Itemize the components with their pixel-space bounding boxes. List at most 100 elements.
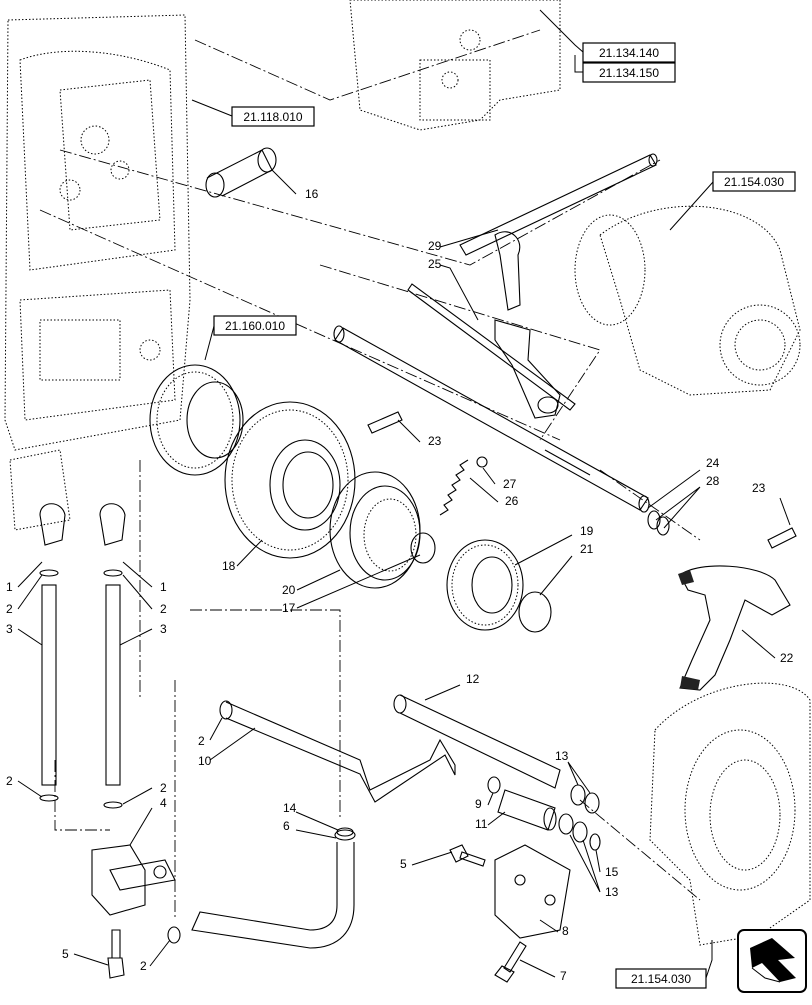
reference-text: 21.134.150 — [599, 66, 659, 80]
reference-text: 21.154.030 — [631, 972, 691, 986]
callout-number: 28 — [706, 474, 720, 488]
reference-text: 21.118.010 — [243, 110, 302, 124]
transmission-housing — [4, 14, 191, 531]
bolt-part-5-left — [107, 929, 125, 979]
reference-text: 21.160.010 — [225, 319, 285, 333]
callout-number: 1 — [160, 580, 167, 594]
callout-number: 7 — [560, 969, 567, 983]
callout-number: 16 — [305, 187, 319, 201]
o-ring-part-2-lower — [167, 926, 181, 944]
callout-3: 3 — [119, 622, 167, 646]
ref-21-160-010[interactable]: 21.160.010 — [204, 315, 297, 361]
callout-29: 29 — [428, 229, 499, 253]
sliding-gear-part-19 — [446, 539, 524, 631]
shift-shaft-part-29 — [459, 153, 658, 311]
callout-number: 23 — [752, 481, 766, 495]
callout-18: 18 — [222, 539, 263, 573]
shift-fork-part-22 — [678, 565, 791, 691]
gear-cluster-160 — [149, 364, 244, 476]
control-unit-top — [349, 0, 561, 131]
callout-number: 27 — [503, 477, 517, 491]
ref-21-154-030-top[interactable]: 21.154.030 — [669, 171, 796, 231]
callout-number: 25 — [428, 257, 442, 271]
o-rings-part-13 — [487, 776, 601, 851]
o-rings-part-28 — [647, 510, 670, 536]
callout-number: 29 — [428, 239, 442, 253]
callout-17: 17 — [282, 554, 421, 615]
callout-19: 19 — [514, 524, 594, 566]
plate-part-8 — [494, 844, 571, 939]
bolt-part-7 — [494, 941, 527, 983]
callout-number: 21 — [580, 542, 594, 556]
callout-2: 2 — [122, 574, 167, 616]
callout-23: 23 — [397, 419, 442, 448]
callout-5: 5 — [62, 947, 109, 966]
callout-9: 9 — [475, 792, 494, 811]
callout-14: 14 — [283, 801, 339, 831]
callout-number: 13 — [555, 749, 569, 763]
callout-number: 23 — [428, 434, 442, 448]
callout-20: 20 — [282, 569, 341, 597]
callout-25: 25 — [428, 257, 479, 321]
callout-number: 8 — [562, 924, 569, 938]
callout-16: 16 — [271, 169, 319, 201]
callout-22: 22 — [741, 629, 794, 665]
callout-26: 26 — [469, 477, 519, 508]
ref-21-134-140[interactable]: 21.134.140 — [539, 9, 676, 63]
pipe-part-10 — [219, 700, 456, 803]
callout-number: 15 — [605, 865, 619, 879]
callout-number: 24 — [706, 456, 720, 470]
callout-number: 2 — [6, 774, 13, 788]
callout-number: 4 — [160, 796, 167, 810]
clutch-housing-top — [574, 205, 801, 396]
callout-number: 18 — [222, 559, 236, 573]
callout-5: 5 — [400, 851, 453, 871]
callout-number: 1 — [6, 580, 13, 594]
callout-11: 11 — [475, 811, 506, 831]
callout-number: 20 — [282, 583, 296, 597]
callout-number: 13 — [605, 885, 619, 899]
callout-7: 7 — [519, 959, 567, 983]
fitting-part-11 — [497, 789, 557, 831]
pipe-part-6 — [191, 829, 356, 949]
callout-number: 3 — [160, 622, 167, 636]
callout-number: 9 — [475, 797, 482, 811]
synchronizer-part-20 — [329, 471, 421, 589]
circlip-part-17 — [410, 532, 436, 564]
callout-number: 26 — [505, 494, 519, 508]
callout-23: 23 — [752, 481, 791, 526]
callout-number: 14 — [283, 801, 297, 815]
callout-number: 11 — [475, 817, 488, 831]
callout-2: 2 — [6, 574, 43, 616]
reference-text: 21.134.140 — [599, 46, 659, 60]
spring-part-26 — [439, 456, 488, 516]
callout-2: 2 — [122, 781, 167, 805]
callout-number: 17 — [282, 601, 296, 615]
next-page-arrow-icon[interactable] — [737, 929, 807, 993]
callout-27: 27 — [482, 467, 517, 491]
ref-21-118-010[interactable]: 21.118.010 — [191, 99, 315, 127]
callout-13: 13 — [569, 834, 619, 899]
callout-12: 12 — [424, 672, 480, 701]
callout-number: 2 — [160, 781, 167, 795]
callout-1: 1 — [6, 561, 43, 594]
callout-3: 3 — [6, 622, 43, 646]
circlip-part-21 — [518, 591, 552, 633]
o-ring-part-14 — [336, 827, 354, 837]
ref-21-154-030-bottom[interactable]: 21.154.030 — [615, 940, 713, 989]
callout-2: 2 — [198, 717, 223, 748]
callout-2: 2 — [6, 774, 43, 798]
callout-number: 5 — [62, 947, 69, 961]
block-part-4 — [91, 844, 176, 916]
clutch-housing-bottom — [649, 682, 811, 946]
callout-24: 24 — [647, 456, 720, 509]
tube-part-3-left — [39, 503, 66, 802]
callout-2: 2 — [140, 939, 171, 973]
callout-10: 10 — [198, 727, 256, 768]
callout-13: 13 — [555, 749, 591, 794]
ref-21-134-150[interactable]: 21.134.150 — [574, 55, 676, 83]
callout-15: 15 — [595, 849, 619, 879]
callout-28: 28 — [655, 474, 720, 529]
